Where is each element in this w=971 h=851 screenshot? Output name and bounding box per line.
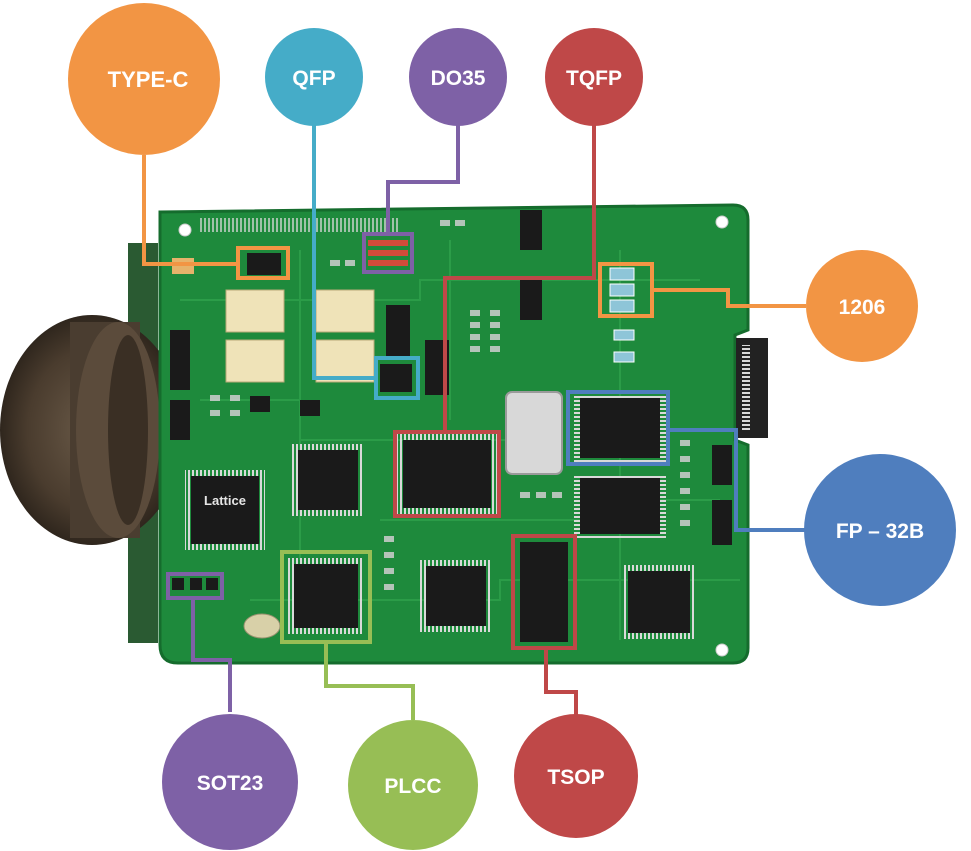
electrolytic-capacitor <box>300 400 320 416</box>
label-1206: 1206 <box>806 250 918 362</box>
circular-connector <box>0 315 184 545</box>
plcc-chip <box>420 560 492 632</box>
leader-line-fp32b <box>668 428 806 532</box>
callout-plcc <box>280 550 415 720</box>
leader-line-sot23 <box>191 598 232 712</box>
callout-fp32b <box>566 390 806 532</box>
relay-group <box>225 289 375 383</box>
leader-line-do35 <box>386 125 460 234</box>
label-do35: DO35 <box>409 28 507 126</box>
label-circle-sot23 <box>162 714 298 850</box>
plcc-chip <box>288 558 364 634</box>
do35-diodes <box>368 240 408 266</box>
label-tqfp: TQFP <box>545 28 643 126</box>
label-circle-tsop <box>514 714 638 838</box>
label-text-type-c: TYPE-C <box>108 67 189 92</box>
crystal <box>243 613 281 639</box>
fp32b-chip <box>574 394 666 462</box>
tqfp-chip <box>395 432 499 516</box>
sot23-parts <box>172 578 218 590</box>
type-c-capacitor <box>247 253 281 275</box>
label-tsop: TSOP <box>514 714 638 838</box>
label-text-fp32b: FP – 32B <box>836 520 924 543</box>
leader-line-tqfp <box>443 125 596 432</box>
callout-type-c <box>142 155 290 280</box>
callout-1206 <box>598 262 806 318</box>
tsop-chip <box>520 542 568 642</box>
leader-line-1206 <box>652 288 806 308</box>
leader-line-plcc <box>324 642 415 720</box>
plcc-chip <box>622 565 696 639</box>
callout-do35 <box>362 125 460 274</box>
label-type-c: TYPE-C <box>68 3 220 155</box>
label-plcc: PLCC <box>348 720 478 850</box>
label-text-qfp: QFP <box>292 67 335 90</box>
label-text-plcc: PLCC <box>384 775 441 798</box>
label-circle-fp32b <box>804 454 956 606</box>
lattice-logo-text: Lattice <box>204 493 246 508</box>
leader-line-qfp <box>312 125 376 380</box>
label-circle-tqfp <box>545 28 643 126</box>
label-circle-1206 <box>806 250 918 362</box>
fp32b-chip <box>574 474 666 538</box>
label-text-tsop: TSOP <box>547 766 604 789</box>
label-qfp: QFP <box>265 28 363 126</box>
label-circle-type-c <box>68 3 220 155</box>
label-circle-qfp <box>265 28 363 126</box>
header-pins <box>200 218 400 232</box>
leader-line-tsop <box>544 648 578 716</box>
resistor-1206-group <box>609 267 635 363</box>
side-header <box>736 338 768 438</box>
electrolytic-capacitor <box>250 396 270 412</box>
callout-qfp <box>312 125 420 400</box>
crystal-oscillator <box>505 391 563 475</box>
label-text-sot23: SOT23 <box>197 772 264 795</box>
qfp-chip <box>380 364 412 392</box>
callout-tqfp <box>393 125 596 518</box>
leader-line-type-c <box>142 155 238 266</box>
soic-chips <box>170 210 732 545</box>
label-text-do35: DO35 <box>431 67 486 90</box>
callout-sot23 <box>166 572 232 712</box>
mounting-hole <box>178 223 192 237</box>
plcc-chip <box>292 444 364 516</box>
label-fp32b: FP – 32B <box>804 454 956 606</box>
label-text-1206: 1206 <box>839 296 886 319</box>
lattice-chip: Lattice <box>185 470 265 550</box>
label-circle-plcc <box>348 720 478 850</box>
smd-passives <box>210 220 690 590</box>
mounting-hole <box>715 643 729 657</box>
callout-tsop <box>511 534 578 716</box>
label-text-tqfp: TQFP <box>566 67 622 90</box>
label-sot23: SOT23 <box>162 714 298 850</box>
mounting-hole <box>715 215 729 229</box>
label-circle-do35 <box>409 28 507 126</box>
